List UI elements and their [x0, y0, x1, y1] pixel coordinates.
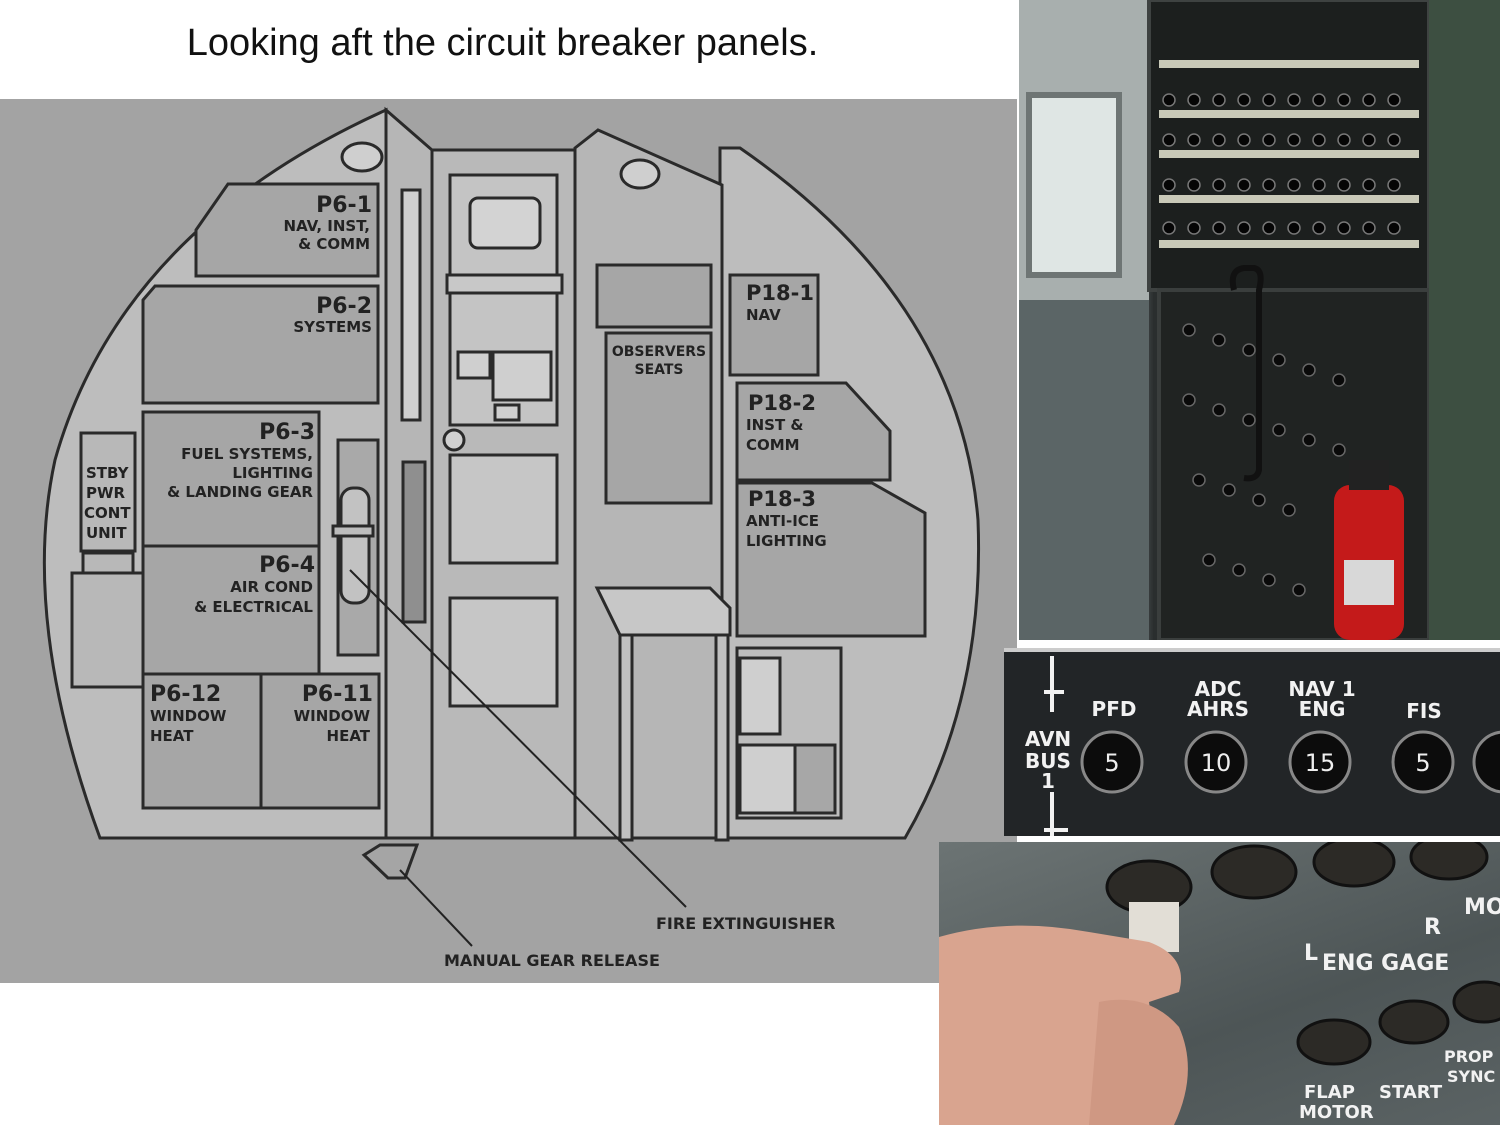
p6-3-line2: LIGHTING — [232, 464, 313, 482]
cockpit-panel-illustration — [1019, 0, 1500, 640]
bus-label-line2: BUS — [1025, 749, 1071, 773]
gear-release-leader — [399, 869, 473, 947]
p18-1-line1: NAV — [746, 306, 781, 324]
p18-2-line2: COMM — [746, 436, 800, 454]
p6-4-id: P6-4 — [259, 553, 315, 578]
avionics-breaker-photo: AVN BUS 1 PFD 5 ADC AHRS 10 NAV 1 ENG 15… — [1004, 648, 1500, 836]
p18-3-id: P18-3 — [748, 487, 816, 511]
closeup-label-motor: MOTOR — [1299, 1102, 1374, 1123]
observer-headrest — [595, 263, 713, 329]
panel-p18-2 — [735, 381, 892, 482]
bus-label-line1: AVN — [1025, 727, 1071, 751]
breaker-closeup-illustration: L ENG GAGE R MOT FLAP MOTOR START PROP S… — [939, 842, 1500, 1125]
panel-p6-1 — [194, 182, 380, 278]
extinguisher-bottle — [339, 486, 371, 605]
panel-p6-3 — [141, 410, 321, 548]
observers-seats — [604, 331, 713, 505]
left-porthole — [340, 141, 384, 173]
p6-12-line2: HEAT — [150, 727, 194, 745]
door-hinge-bar — [445, 273, 564, 295]
p6-1-line1: NAV, INST, — [284, 217, 370, 235]
p6-11-line1: WINDOW — [294, 707, 371, 725]
p6-12-id: P6-12 — [150, 682, 221, 707]
closeup-label-mot: MOT — [1464, 895, 1500, 920]
breaker-1-label: PFD — [1092, 697, 1137, 721]
closeup-label-prop: PROP — [1444, 1047, 1494, 1066]
p6-1-id: P6-1 — [316, 193, 372, 218]
stby-line4: UNIT — [86, 524, 127, 542]
breaker-4-label: FIS — [1406, 699, 1442, 723]
p6-4-line1: AIR COND — [230, 578, 313, 596]
observers-line2: SEATS — [634, 362, 683, 378]
stby-line1: STBY — [86, 464, 130, 482]
manual-gear-release-handle — [361, 843, 420, 880]
left-slat-lower — [401, 460, 427, 624]
breaker-2-rating: 10 — [1201, 749, 1232, 777]
observers-line1: OBSERVERS — [612, 344, 706, 360]
door-window — [468, 196, 542, 250]
p6-3-line3: & LANDING GEAR — [167, 483, 313, 501]
breaker-4-rating: 5 — [1415, 749, 1430, 777]
panel-p18-3 — [735, 481, 927, 638]
p18-2-line1: INST & — [746, 416, 803, 434]
p6-2-line1: SYSTEMS — [293, 318, 372, 336]
panel-p6-11 — [259, 672, 381, 810]
p18-1-id: P18-1 — [746, 281, 814, 305]
closeup-label-flap: FLAP — [1304, 1082, 1355, 1103]
p6-3-id: P6-3 — [259, 420, 315, 445]
panel-p6-2 — [141, 284, 380, 405]
panel-p18-1 — [728, 273, 820, 377]
manual-gear-release-label: MANUAL GEAR RELEASE — [444, 951, 660, 970]
closeup-label-l: L — [1304, 941, 1318, 966]
breaker-3-rating: 15 — [1305, 749, 1336, 777]
diagram-drawing: P6-1 NAV, INST, & COMM P6-2 SYSTEMS P6-3… — [42, 106, 981, 970]
p6-11-line2: HEAT — [327, 727, 371, 745]
panel-p6-4 — [141, 544, 321, 676]
closeup-label-sync: SYNC — [1447, 1067, 1495, 1086]
closeup-label-start: START — [1379, 1082, 1443, 1103]
p18-3-line1: ANTI-ICE — [746, 512, 819, 530]
breaker-4-knob[interactable] — [1391, 730, 1455, 794]
breaker-3-label-line2: ENG — [1299, 697, 1346, 721]
p18-2-id: P18-2 — [748, 391, 816, 415]
breaker-2-label-line1: ADC — [1195, 677, 1242, 701]
panel-p6-12 — [141, 672, 263, 810]
fire-extinguisher-label: FIRE EXTINGUISHER — [656, 914, 835, 933]
breaker-2-knob[interactable] — [1184, 730, 1248, 794]
breaker-1-rating: 5 — [1104, 749, 1119, 777]
p6-12-line1: WINDOW — [150, 707, 227, 725]
fire-extinguisher-leader — [349, 569, 687, 908]
closeup-label-r: R — [1424, 915, 1441, 940]
p6-4-line2: & ELECTRICAL — [194, 598, 313, 616]
cockpit-panel-photo — [1019, 0, 1500, 640]
breaker-1-knob[interactable] — [1080, 730, 1144, 794]
stby-pwr-unit — [79, 431, 137, 553]
stby-line3: CONT — [84, 504, 131, 522]
breaker-closeup-photo: L ENG GAGE R MOT FLAP MOTOR START PROP S… — [939, 842, 1500, 1125]
bus-label-line3: 1 — [1041, 769, 1055, 793]
left-slat — [400, 188, 422, 422]
page-title: Looking aft the circuit breaker panels. — [186, 22, 819, 64]
p6-1-line2: & COMM — [298, 235, 370, 253]
stby-line2: PWR — [86, 484, 126, 502]
door-knob — [442, 428, 466, 452]
circuit-breaker-diagram: P6-1 NAV, INST, & COMM P6-2 SYSTEMS P6-3… — [0, 99, 1017, 983]
p18-3-line2: LIGHTING — [746, 532, 827, 550]
breaker-3-knob[interactable] — [1288, 730, 1352, 794]
closeup-label-eng-gage: ENG GAGE — [1322, 951, 1449, 976]
p6-11-id: P6-11 — [302, 682, 373, 707]
breaker-3-label-line1: NAV 1 — [1288, 677, 1355, 701]
p6-3-line1: FUEL SYSTEMS, — [181, 445, 313, 463]
breaker-5-knob-partial[interactable] — [1472, 730, 1500, 794]
p6-2-id: P6-2 — [316, 294, 372, 319]
right-porthole — [619, 158, 661, 190]
avionics-breaker-illustration: AVN BUS 1 PFD 5 ADC AHRS 10 NAV 1 ENG 15… — [1025, 656, 1500, 836]
breaker-2-label-line2: AHRS — [1187, 697, 1249, 721]
observer-seat-cushion — [594, 586, 732, 637]
